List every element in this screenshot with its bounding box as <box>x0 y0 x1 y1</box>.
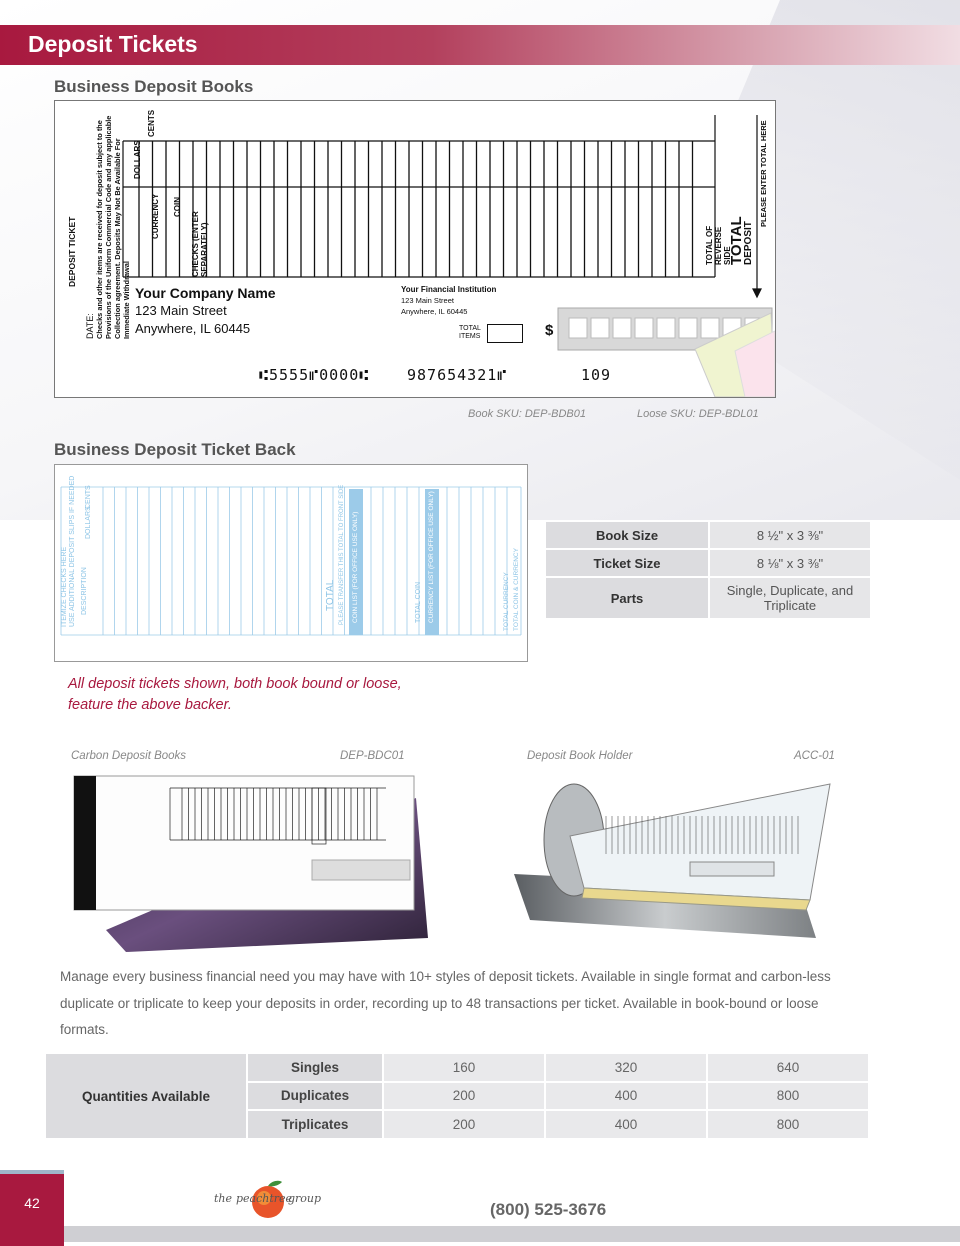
page-number-box <box>0 1170 64 1246</box>
col-cents-label: CENTS <box>147 109 156 137</box>
row-currency-label: CURRENCY <box>151 193 160 239</box>
back-transfer-label: PLEASE TRANSFER THIS TOTAL TO FRONT SIDE <box>339 484 345 625</box>
qty-row-label: Triplicates <box>248 1111 382 1138</box>
back-grid <box>60 486 522 636</box>
fi-city: Anywhere, IL 60445 <box>401 307 468 316</box>
back-itemize-label: ITEMIZE CHECKS HERE <box>61 546 68 627</box>
qty-cell: 320 <box>546 1054 706 1081</box>
holder-sku: ACC-01 <box>794 750 835 762</box>
spec-row: Ticket Size 8 ⅛" x 3 ⅜" <box>546 550 870 576</box>
amount-digit-box <box>656 317 676 339</box>
micr-routing: ⑆5555⑈0000⑆ <box>259 366 370 384</box>
micr-account: 987654321⑈ <box>407 366 508 384</box>
carbon-caption: Carbon Deposit Books <box>71 750 187 762</box>
back-cents-label: CENTS <box>85 485 92 509</box>
spec-value: 8 ⅛" x 3 ⅜" <box>710 550 870 576</box>
spec-label: Book Size <box>546 522 708 548</box>
back-total-coin-label: TOTAL COIN <box>415 581 422 623</box>
fi-street: 123 Main Street <box>401 296 454 305</box>
row-coin-label: COIN <box>173 197 182 217</box>
back-coin-list-label: COIN LIST (FOR OFFICE USE ONLY) <box>352 511 359 623</box>
back-additional-label: USE ADDITIONAL DEPOSIT SLIPS IF NEEDED <box>69 475 76 627</box>
back-dollars-label: DOLLARS <box>85 506 92 539</box>
company-logo: the peachtree group <box>214 1178 324 1222</box>
amount-digit-box <box>590 317 610 339</box>
spec-value: 8 ½" x 3 ⅜" <box>710 522 870 548</box>
deposit-ticket-label: DEPOSIT TICKET <box>67 216 77 287</box>
amount-digit-box <box>568 317 588 339</box>
qty-row-label: Duplicates <box>248 1082 382 1110</box>
total-items-label: TOTAL ITEMS <box>459 325 481 340</box>
book-sku: Book SKU: DEP-BDB01 <box>468 408 586 420</box>
amount-digit-box <box>700 317 720 339</box>
carbon-book-photo <box>73 775 428 952</box>
peach-icon <box>252 1180 284 1218</box>
deposit-disclaimer: Checks and other items are received for … <box>95 115 131 339</box>
logo-text-the: the <box>214 1192 233 1205</box>
footer-bar <box>0 1226 960 1242</box>
back-total-currency-label: TOTAL CURRENCY <box>503 572 510 631</box>
dollar-sign: $ <box>545 322 554 339</box>
col-dollars-label: DOLLARS <box>133 140 142 179</box>
qty-cell: 160 <box>384 1054 544 1081</box>
quantities-label: Quantities Available <box>46 1054 246 1138</box>
date-label: DATE: <box>85 313 95 339</box>
total-items-box <box>487 324 523 343</box>
amount-digit-box <box>678 317 698 339</box>
back-total-label: TOTAL <box>325 579 336 611</box>
holder-caption: Deposit Book Holder <box>527 750 633 762</box>
page-number: 42 <box>24 1195 40 1211</box>
logo-text-group: group <box>288 1192 322 1205</box>
deposit-ticket-front: DEPOSIT TICKET DATE: Checks and other it… <box>54 100 776 398</box>
loose-sku: Loose SKU: DEP-BDL01 <box>637 408 759 420</box>
carbon-sku: DEP-BDC01 <box>340 750 405 762</box>
spec-label: Ticket Size <box>546 550 708 576</box>
quantities-table: Quantities Available Singles 160 320 640… <box>44 1052 870 1140</box>
section-title-back: Business Deposit Ticket Back <box>54 440 296 459</box>
table-row: Triplicates 200 400 800 <box>46 1111 868 1138</box>
description-text: Manage every business financial need you… <box>60 969 831 1037</box>
qty-row-label: Singles <box>248 1054 382 1081</box>
title-banner: Deposit Tickets <box>0 25 960 65</box>
spec-row: Parts Single, Duplicate, and Triplicate <box>546 578 870 618</box>
book-holder-photo <box>514 783 831 938</box>
company-name: Your Company Name <box>135 285 276 301</box>
fi-name: Your Financial Institution <box>401 285 497 294</box>
qty-cell: 800 <box>708 1082 868 1110</box>
qty-cell: 200 <box>384 1111 544 1138</box>
qty-cell: 400 <box>546 1082 706 1110</box>
backer-note: All deposit tickets shown, both book bou… <box>68 676 402 713</box>
spec-row: Book Size 8 ½" x 3 ⅜" <box>546 522 870 548</box>
table-row: Quantities Available Singles 160 320 640 <box>46 1054 868 1138</box>
back-total-coin-currency-label: TOTAL COIN & CURRENCY <box>513 548 520 631</box>
spec-label: Parts <box>546 578 708 618</box>
phone-number: (800) 525-3676 <box>490 1200 607 1219</box>
deposit-ticket-back: ITEMIZE CHECKS HERE USE ADDITIONAL DEPOS… <box>54 464 528 662</box>
spec-table: Book Size 8 ½" x 3 ⅜" Ticket Size 8 ⅛" x… <box>544 520 872 620</box>
page-title: Deposit Tickets <box>28 31 198 57</box>
qty-cell: 800 <box>708 1111 868 1138</box>
qty-cell: 400 <box>546 1111 706 1138</box>
back-currency-list-label: CURRENCY LIST (FOR OFFICE USE ONLY) <box>428 491 435 623</box>
back-description-label: DESCRIPTION <box>81 567 88 615</box>
ticket-grid <box>122 115 775 397</box>
enter-total-label: PLEASE ENTER TOTAL HERE <box>759 120 768 227</box>
qty-cell: 640 <box>708 1054 868 1081</box>
row-checks-label: CHECKS (ENTER SEPARATELY) <box>191 211 209 277</box>
amount-digit-box <box>634 317 654 339</box>
table-row: Duplicates 200 400 800 <box>46 1082 868 1110</box>
amount-digit-box <box>612 317 632 339</box>
total-deposit-label-2: DEPOSIT <box>743 221 754 265</box>
micr-check-number: 109 <box>581 366 612 384</box>
company-street: 123 Main Street <box>135 303 227 318</box>
company-city: Anywhere, IL 60445 <box>135 321 251 336</box>
qty-cell: 200 <box>384 1082 544 1110</box>
spec-value: Single, Duplicate, and Triplicate <box>710 578 870 618</box>
logo-text-peachtree: peachtree <box>236 1192 293 1205</box>
section-title-books: Business Deposit Books <box>54 77 254 96</box>
